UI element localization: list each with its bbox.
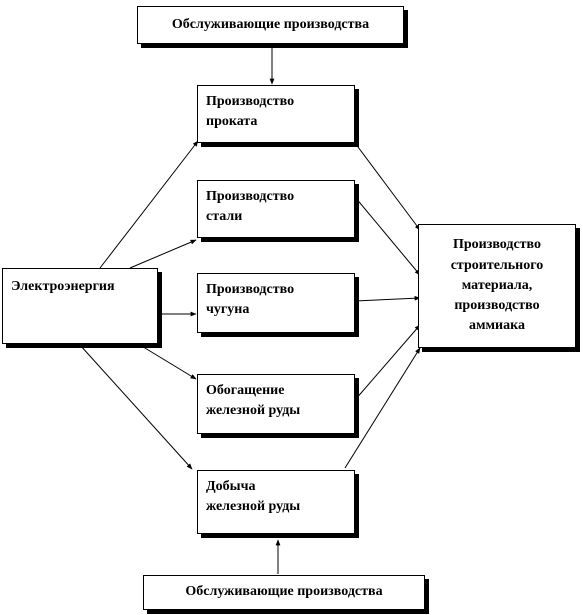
box-steel: Производство стали — [197, 180, 355, 238]
box-pig-iron: Производство чугуна — [197, 273, 355, 333]
arrow-rolling-to-building — [354, 142, 421, 231]
arrow-electricity-to-mining — [79, 344, 193, 470]
box-mining: Добыча железной руды — [197, 470, 355, 534]
box-steel-label: Производство стали — [206, 189, 295, 225]
box-rolling: Производство проката — [197, 85, 355, 143]
box-mining-label: Добыча железной руды — [206, 479, 301, 515]
arrow-steel-to-building — [354, 196, 421, 276]
arrow-pig-iron-to-building — [354, 295, 421, 302]
box-electricity-label: Электроэнергия — [11, 279, 115, 294]
box-building: Производство строительного материала, пр… — [418, 224, 576, 348]
box-electricity: Электроэнергия — [2, 268, 158, 344]
box-service-bottom: Обслуживающие производства — [143, 575, 425, 610]
box-service-top-label: Обслуживающие производства — [171, 16, 370, 32]
box-building-label: Производство строительного материала, пр… — [450, 237, 544, 334]
box-pig-iron-label: Производство чугуна — [206, 282, 295, 318]
box-rolling-label: Производство проката — [206, 94, 295, 130]
arrow-enrichment-to-building — [354, 324, 421, 401]
box-enrichment-label: Обогащение железной руды — [206, 383, 301, 419]
box-enrichment: Обогащение железной руды — [197, 374, 355, 434]
arrow-mining-to-building — [344, 347, 421, 469]
box-service-bottom-label: Обслуживающие производства — [185, 584, 383, 600]
box-service-top: Обслуживающие производства — [137, 6, 404, 44]
arrow-electricity-to-rolling — [99, 140, 199, 269]
arrow-electricity-to-steel — [129, 239, 197, 269]
arrow-electricity-to-enrichment — [139, 344, 197, 380]
